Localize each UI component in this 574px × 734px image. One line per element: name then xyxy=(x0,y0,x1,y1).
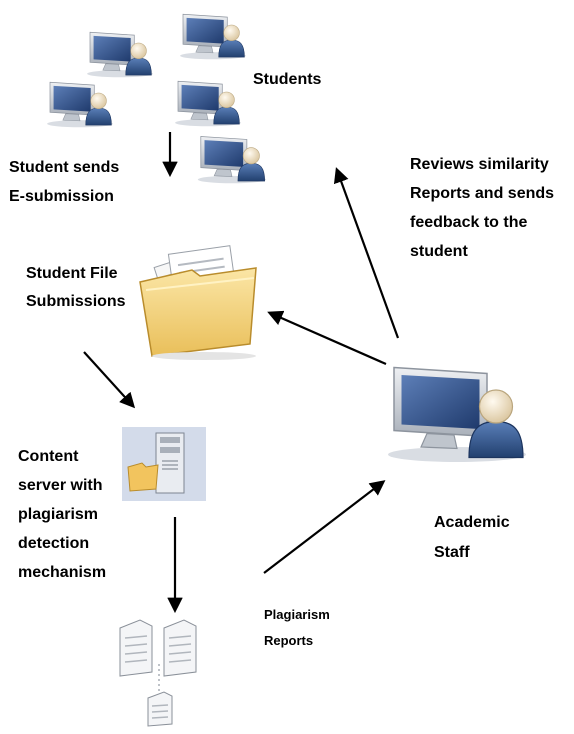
label-line: server with xyxy=(18,477,103,494)
label-line: E-submission xyxy=(9,188,114,205)
reviews-label: Reviews similarity Reports and sends fee… xyxy=(410,150,554,266)
label-line: Academic xyxy=(434,514,510,531)
arrow-reports-to-staff xyxy=(263,480,386,574)
label-line: student xyxy=(410,243,468,260)
label-line: Staff xyxy=(434,544,470,561)
label-line: mechanism xyxy=(18,564,107,581)
label-line: Reviews similarity xyxy=(410,156,549,173)
label-line: Reports and sends xyxy=(410,185,555,202)
content-server-label: Content server with plagiarism detection… xyxy=(18,442,148,584)
students-label: Students xyxy=(253,71,322,88)
label-line: Reports xyxy=(264,633,314,648)
folder-documents-icon xyxy=(139,245,257,360)
plagiarism-reports-label: Plagiarism Reports xyxy=(264,602,330,654)
label-line: Submissions xyxy=(26,293,126,306)
documents-icon xyxy=(119,619,197,727)
label-line: Content xyxy=(18,448,79,465)
arrow-staff-to-files xyxy=(267,310,387,366)
label-line: Student sends xyxy=(9,159,120,176)
server-icon xyxy=(122,427,206,501)
label-line: plagiarism xyxy=(18,506,99,523)
label-line: Student File xyxy=(26,265,118,282)
label-line: Plagiarism xyxy=(264,607,330,622)
arrow-files-to-server xyxy=(83,351,136,409)
file-submissions-label: Student File Submissions xyxy=(26,260,146,306)
arrow-staff-to-students xyxy=(333,167,400,339)
label-line: feedback to the xyxy=(410,214,528,231)
academic-staff-label: Academic Staff xyxy=(434,508,510,568)
label-line: detection xyxy=(18,535,90,552)
student-sends-label: Student sends E-submission xyxy=(9,156,119,209)
